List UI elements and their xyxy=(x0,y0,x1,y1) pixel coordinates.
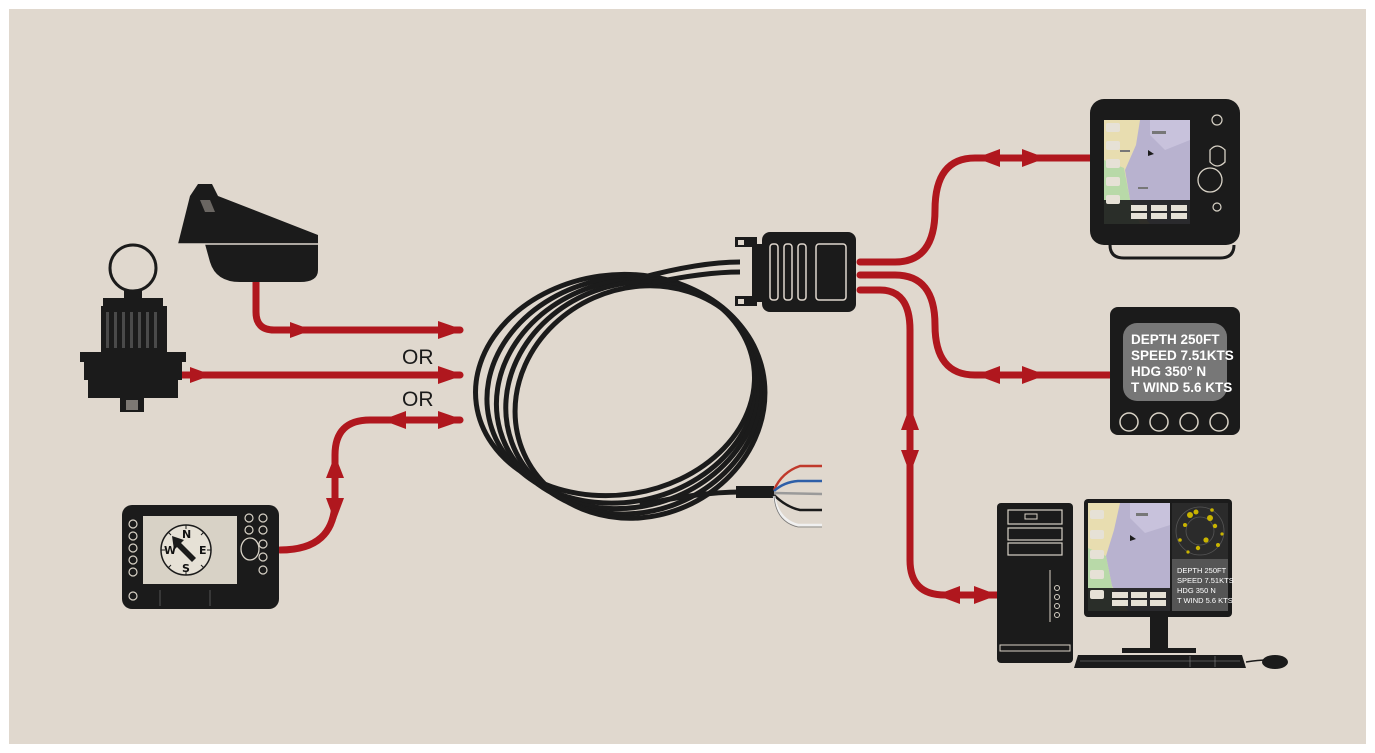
pc-readout-speed: SPEED 7.51KTS xyxy=(1177,576,1234,585)
compass-label-s: S xyxy=(182,562,190,575)
cable-transducer xyxy=(252,278,464,334)
cable-instrument xyxy=(856,271,1114,379)
arrow-left xyxy=(936,586,960,604)
chartplotter-icon xyxy=(1090,99,1240,260)
instrument-line-heading: HDG 350° N xyxy=(1131,364,1206,379)
arrow-right xyxy=(438,411,464,429)
arrow-right xyxy=(190,367,212,383)
instrument-line-depth: DEPTH 250FT xyxy=(1131,332,1220,347)
instrument-line-wind: T WIND 5.6 KTS xyxy=(1131,380,1232,395)
arrow-left xyxy=(976,366,1000,384)
compass-label-w: W xyxy=(164,544,176,557)
pc-readout-wind: T WIND 5.6 KTS xyxy=(1177,596,1233,605)
bare-wires xyxy=(772,464,823,528)
compass-label-n: N xyxy=(182,528,191,541)
arrow-right xyxy=(438,366,464,384)
arrow-left xyxy=(976,149,1000,167)
arrow-up xyxy=(901,406,919,430)
db9-connector xyxy=(735,232,856,312)
instrument-line-speed: SPEED 7.51KTS xyxy=(1131,348,1234,363)
or-label-1: OR xyxy=(402,346,434,369)
pc-readout-depth: DEPTH 250FT xyxy=(1177,566,1227,575)
arrow-right xyxy=(974,586,998,604)
arrow-down xyxy=(901,450,919,474)
cable-jacket-end xyxy=(736,486,774,498)
cable-chartplotter xyxy=(856,154,1094,266)
pc-readout-heading: HDG 350 N xyxy=(1177,586,1216,595)
arrow-right xyxy=(1022,149,1046,167)
arrow-down xyxy=(326,498,344,522)
arrow-right xyxy=(290,322,312,338)
paddle-wheel-sensor-icon xyxy=(80,243,186,412)
arrow-right xyxy=(438,321,464,339)
arrowheads xyxy=(190,149,1046,604)
instrument-display-icon xyxy=(1110,307,1240,435)
arrow-left xyxy=(382,411,406,429)
compass-label-e: E xyxy=(199,544,207,557)
pc-tower-icon xyxy=(997,503,1073,663)
compass-display-icon xyxy=(122,505,279,609)
pc-monitor-icon xyxy=(1074,499,1288,669)
transducer-icon xyxy=(178,184,318,282)
arrow-up xyxy=(326,455,344,478)
or-label-2: OR xyxy=(402,388,434,411)
cable-pc xyxy=(856,286,1004,599)
arrow-right xyxy=(1022,366,1046,384)
coiled-cable xyxy=(473,259,768,521)
